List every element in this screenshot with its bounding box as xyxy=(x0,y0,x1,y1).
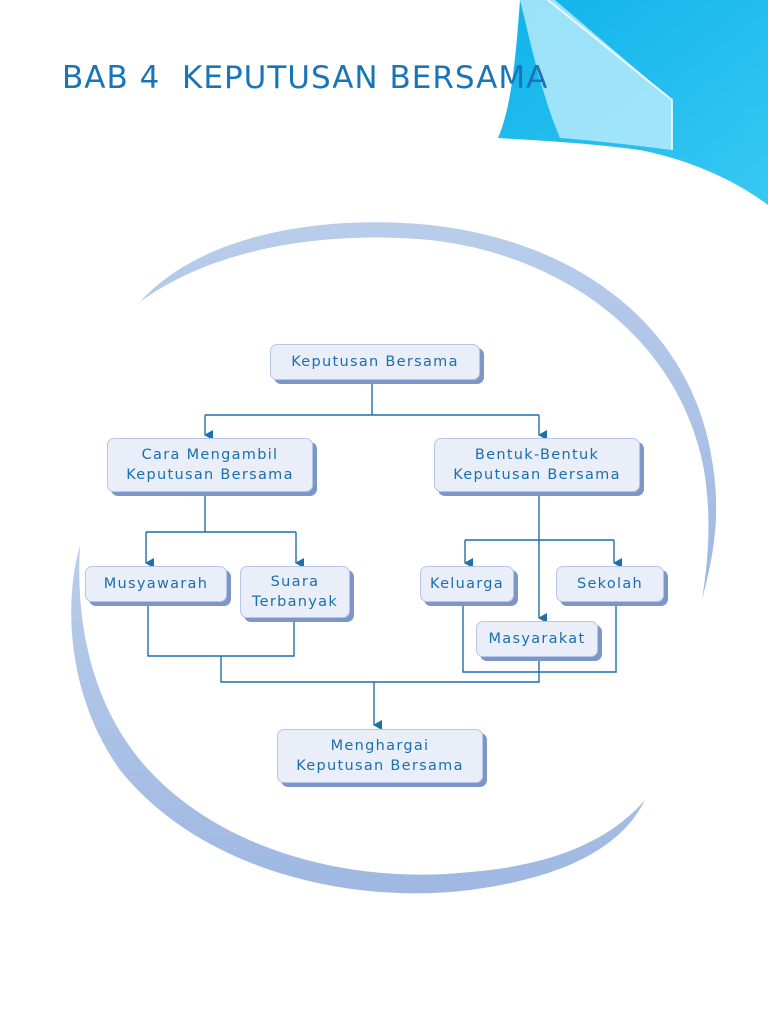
edge-cara-branches xyxy=(146,496,296,533)
node-bentuk-bentuk-line2: Keputusan Bersama xyxy=(453,467,621,483)
node-suara-terbanyak-line2: Terbanyak xyxy=(251,594,339,610)
node-suara-terbanyak: Suara Terbanyak xyxy=(240,566,350,618)
node-sekolah-label: Sekolah xyxy=(576,576,644,592)
node-cara-mengambil-line2: Keputusan Bersama xyxy=(126,467,294,483)
node-cara-mengambil: Cara Mengambil Keputusan Bersama xyxy=(107,438,313,492)
edge-root-branches xyxy=(205,382,539,416)
edge-left-drop xyxy=(220,656,374,683)
node-cara-mengambil-line1: Cara Mengambil xyxy=(141,447,279,463)
node-keputusan-bersama-label: Keputusan Bersama xyxy=(291,354,459,370)
node-musyawarah: Musyawarah xyxy=(85,566,227,602)
node-keputusan-bersama: Keputusan Bersama xyxy=(270,344,480,380)
node-sekolah: Sekolah xyxy=(556,566,664,602)
edge-right-drop xyxy=(374,660,540,683)
node-bentuk-bentuk-line1: Bentuk-Bentuk xyxy=(474,447,600,463)
node-menghargai: Menghargai Keputusan Bersama xyxy=(277,729,483,783)
node-suara-terbanyak-line1: Suara xyxy=(270,574,320,590)
node-bentuk-bentuk: Bentuk-Bentuk Keputusan Bersama xyxy=(434,438,640,492)
corner-fold-edge xyxy=(547,0,673,150)
node-menghargai-line2: Keputusan Bersama xyxy=(296,758,464,774)
node-keluarga: Keluarga xyxy=(420,566,514,602)
swoosh-upper-arc xyxy=(140,222,717,600)
corner-fold xyxy=(520,0,672,150)
node-menghargai-line1: Menghargai xyxy=(330,738,430,754)
node-musyawarah-label: Musyawarah xyxy=(103,576,209,592)
page-title: BAB 4 KEPUTUSAN BERSAMA xyxy=(62,60,548,96)
node-masyarakat: Masyarakat xyxy=(476,621,598,657)
chapter-title: KEPUTUSAN BERSAMA xyxy=(182,60,549,96)
chapter-label: BAB 4 xyxy=(62,60,161,96)
node-masyarakat-label: Masyarakat xyxy=(488,631,586,647)
node-keluarga-label: Keluarga xyxy=(429,576,504,592)
